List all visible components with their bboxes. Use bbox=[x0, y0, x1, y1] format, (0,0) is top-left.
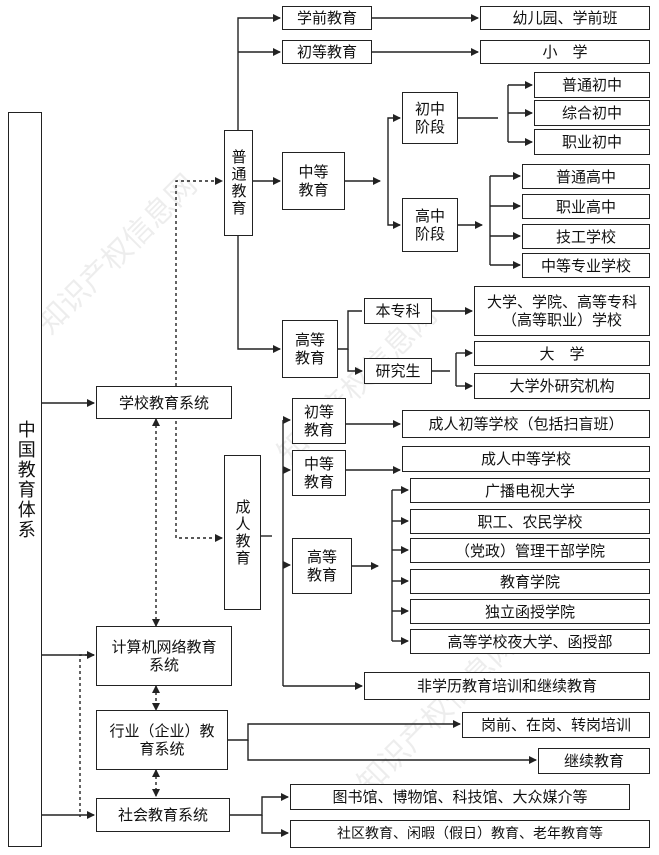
worker-farmer-school-box: 职工、农民学校 bbox=[410, 509, 650, 534]
root-label: 中国教育体系 bbox=[14, 419, 36, 540]
adult-primary-box: 初等教育 bbox=[292, 398, 346, 444]
correspondence-college-box: 独立函授学院 bbox=[410, 599, 650, 624]
root-box: 中国教育体系 bbox=[8, 112, 42, 847]
preschool-label: 学前教育 bbox=[296, 9, 357, 27]
primary-label: 初等教育 bbox=[296, 43, 357, 61]
continuing-education-box: 继续教育 bbox=[538, 748, 650, 774]
vocational-junior-label: 职业初中 bbox=[561, 133, 622, 151]
public-venues-label: 图书馆、博物馆、科技馆、大众媒介等 bbox=[332, 788, 588, 806]
social-system-label: 社会教育系统 bbox=[117, 806, 208, 824]
kindergarten-box: 幼儿园、学前班 bbox=[480, 6, 650, 30]
industry-system-box: 行业（企业）教育系统 bbox=[96, 710, 228, 770]
graduate-box: 研究生 bbox=[364, 358, 432, 384]
higher-label: 高等教育 bbox=[294, 331, 325, 367]
industry-system-label: 行业（企业）教育系统 bbox=[109, 722, 215, 758]
technical-school-box: 技工学校 bbox=[522, 224, 650, 249]
general-senior-label: 普通高中 bbox=[555, 167, 616, 186]
job-training-box: 岗前、在岗、转岗培训 bbox=[462, 712, 650, 738]
adult-higher-box: 高等教育 bbox=[292, 538, 352, 594]
comprehensive-junior-box: 综合初中 bbox=[534, 100, 650, 126]
education-college-label: 教育学院 bbox=[499, 572, 560, 591]
secondary-specialized-label: 中等专业学校 bbox=[540, 256, 631, 275]
undergrad-label: 本专科 bbox=[375, 302, 421, 320]
vocational-senior-label: 职业高中 bbox=[555, 197, 616, 216]
adult-secondary-school-label: 成人中等学校 bbox=[480, 450, 571, 468]
preschool-box: 学前教育 bbox=[282, 6, 372, 30]
cadre-college-box: （党政）管理干部学院 bbox=[410, 538, 650, 563]
universities-label: 大学、学院、高等专科（高等职业）学校 bbox=[486, 293, 637, 329]
night-university-label: 高等学校夜大学、函授部 bbox=[447, 632, 613, 651]
universities-box: 大学、学院、高等专科（高等职业）学校 bbox=[474, 286, 650, 336]
community-education-box: 社区教育、闲暇（假日）教育、老年教育等 bbox=[290, 820, 650, 848]
graduate-label: 研究生 bbox=[375, 362, 421, 380]
university-box: 大 学 bbox=[474, 341, 650, 366]
non-degree-box: 非学历教育培训和继续教育 bbox=[364, 672, 650, 700]
university-label: 大 学 bbox=[539, 344, 585, 363]
adult-primary-school-box: 成人初等学校（包括扫盲班） bbox=[402, 410, 650, 438]
vocational-junior-box: 职业初中 bbox=[534, 129, 650, 155]
adult-secondary-school-box: 成人中等学校 bbox=[402, 446, 650, 472]
senior-stage-label: 高中阶段 bbox=[415, 207, 446, 243]
secondary-box: 中等教育 bbox=[282, 152, 345, 210]
junior-stage-label: 初中阶段 bbox=[415, 100, 446, 136]
adult-secondary-label: 中等教育 bbox=[303, 455, 334, 491]
cadre-college-label: （党政）管理干部学院 bbox=[454, 541, 605, 560]
adult-higher-label: 高等教育 bbox=[306, 548, 337, 584]
adult-secondary-box: 中等教育 bbox=[292, 450, 346, 496]
tv-university-box: 广播电视大学 bbox=[410, 478, 650, 503]
senior-stage-box: 高中阶段 bbox=[402, 198, 458, 252]
worker-farmer-school-label: 职工、农民学校 bbox=[477, 512, 583, 531]
higher-box: 高等教育 bbox=[282, 320, 338, 378]
public-venues-box: 图书馆、博物馆、科技馆、大众媒介等 bbox=[290, 784, 630, 810]
general-education-box: 普通教育 bbox=[224, 130, 253, 236]
non-degree-label: 非学历教育培训和继续教育 bbox=[416, 677, 597, 695]
night-university-box: 高等学校夜大学、函授部 bbox=[410, 629, 650, 654]
primary-school-label: 小 学 bbox=[542, 43, 588, 61]
general-junior-box: 普通初中 bbox=[534, 72, 650, 98]
junior-stage-box: 初中阶段 bbox=[402, 92, 458, 144]
community-education-label: 社区教育、闲暇（假日）教育、老年教育等 bbox=[337, 825, 603, 842]
adult-education-label: 成人教育 bbox=[233, 498, 252, 567]
general-senior-box: 普通高中 bbox=[522, 164, 650, 189]
research-institutes-label: 大学外研究机构 bbox=[509, 377, 615, 395]
primary-school-box: 小 学 bbox=[480, 40, 650, 64]
comprehensive-junior-label: 综合初中 bbox=[561, 104, 622, 122]
social-system-box: 社会教育系统 bbox=[96, 798, 230, 832]
undergrad-box: 本专科 bbox=[364, 298, 432, 324]
adult-primary-label: 初等教育 bbox=[303, 403, 334, 439]
education-college-box: 教育学院 bbox=[410, 569, 650, 594]
secondary-specialized-box: 中等专业学校 bbox=[522, 253, 650, 278]
primary-box: 初等教育 bbox=[282, 40, 372, 64]
vocational-senior-box: 职业高中 bbox=[522, 194, 650, 219]
correspondence-college-label: 独立函授学院 bbox=[484, 602, 575, 621]
continuing-education-label: 继续教育 bbox=[563, 752, 624, 770]
general-education-label: 普通教育 bbox=[229, 149, 248, 217]
technical-school-label: 技工学校 bbox=[555, 227, 616, 246]
general-junior-label: 普通初中 bbox=[561, 76, 622, 94]
kindergarten-label: 幼儿园、学前班 bbox=[512, 9, 618, 27]
school-system-box: 学校教育系统 bbox=[96, 386, 232, 419]
tv-university-label: 广播电视大学 bbox=[484, 481, 575, 500]
school-system-label: 学校教育系统 bbox=[118, 393, 209, 412]
adult-primary-school-label: 成人初等学校（包括扫盲班） bbox=[428, 415, 624, 433]
research-institutes-box: 大学外研究机构 bbox=[474, 373, 650, 399]
job-training-label: 岗前、在岗、转岗培训 bbox=[480, 716, 631, 734]
network-system-label: 计算机网络教育系统 bbox=[111, 638, 217, 674]
secondary-label: 中等教育 bbox=[298, 163, 329, 199]
network-system-box: 计算机网络教育系统 bbox=[96, 626, 232, 686]
adult-education-box: 成人教育 bbox=[224, 455, 261, 610]
